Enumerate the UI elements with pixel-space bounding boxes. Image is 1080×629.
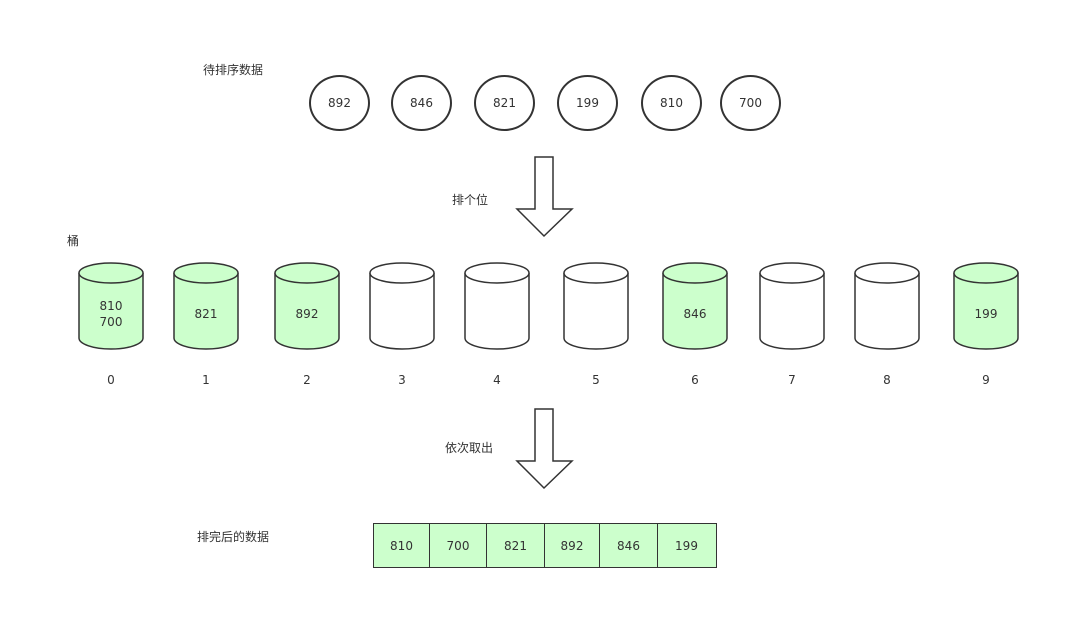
input-item-2: 821: [474, 75, 535, 131]
bucket-index-5: 5: [592, 373, 600, 387]
collect-in-order-label: 依次取出: [445, 441, 494, 455]
bucket-2: 892: [273, 260, 341, 352]
bucket-4: [463, 260, 531, 352]
bucket-1: 821: [172, 260, 240, 352]
sorted-result-array: 810 700 821 892 846 199: [373, 523, 717, 568]
sorted-data-label: 排完后的数据: [197, 530, 270, 544]
result-cell-1: 700: [428, 523, 488, 568]
bucket-5: [562, 260, 630, 352]
result-cell-5: 199: [656, 523, 717, 568]
input-item-4: 810: [641, 75, 702, 131]
down-arrow-icon: [515, 408, 574, 490]
result-cell-3: 892: [543, 523, 601, 568]
bucket-9: 199: [952, 260, 1020, 352]
result-cell-0: 810: [373, 523, 430, 568]
bucket-index-1: 1: [202, 373, 210, 387]
bucket-value: 700: [99, 315, 123, 329]
result-cell-4: 846: [599, 523, 658, 568]
bucket-value: 199: [974, 307, 998, 321]
ones-digit-sort-label: 排个位: [452, 193, 489, 207]
bucket-0: 810 700: [77, 260, 145, 352]
bucket-index-8: 8: [883, 373, 891, 387]
input-data-label: 待排序数据: [203, 63, 264, 77]
input-item-5: 700: [720, 75, 781, 131]
bucket-3: [368, 260, 436, 352]
input-item-0: 892: [309, 75, 370, 131]
input-item-3: 199: [557, 75, 618, 131]
bucket-index-9: 9: [982, 373, 990, 387]
bucket-value: 810: [99, 299, 123, 313]
bucket-index-0: 0: [107, 373, 115, 387]
buckets-label: 桶: [67, 234, 80, 248]
input-item-1: 846: [391, 75, 452, 131]
bucket-index-3: 3: [398, 373, 406, 387]
bucket-7: [758, 260, 826, 352]
bucket-6: 846: [661, 260, 729, 352]
bucket-value: 846: [683, 307, 707, 321]
bucket-index-6: 6: [691, 373, 699, 387]
bucket-index-4: 4: [493, 373, 501, 387]
bucket-index-2: 2: [303, 373, 311, 387]
bucket-value: 892: [295, 307, 319, 321]
bucket-8: [853, 260, 921, 352]
down-arrow-icon: [515, 156, 574, 238]
bucket-index-7: 7: [788, 373, 796, 387]
result-cell-2: 821: [486, 523, 545, 568]
bucket-value: 821: [194, 307, 218, 321]
